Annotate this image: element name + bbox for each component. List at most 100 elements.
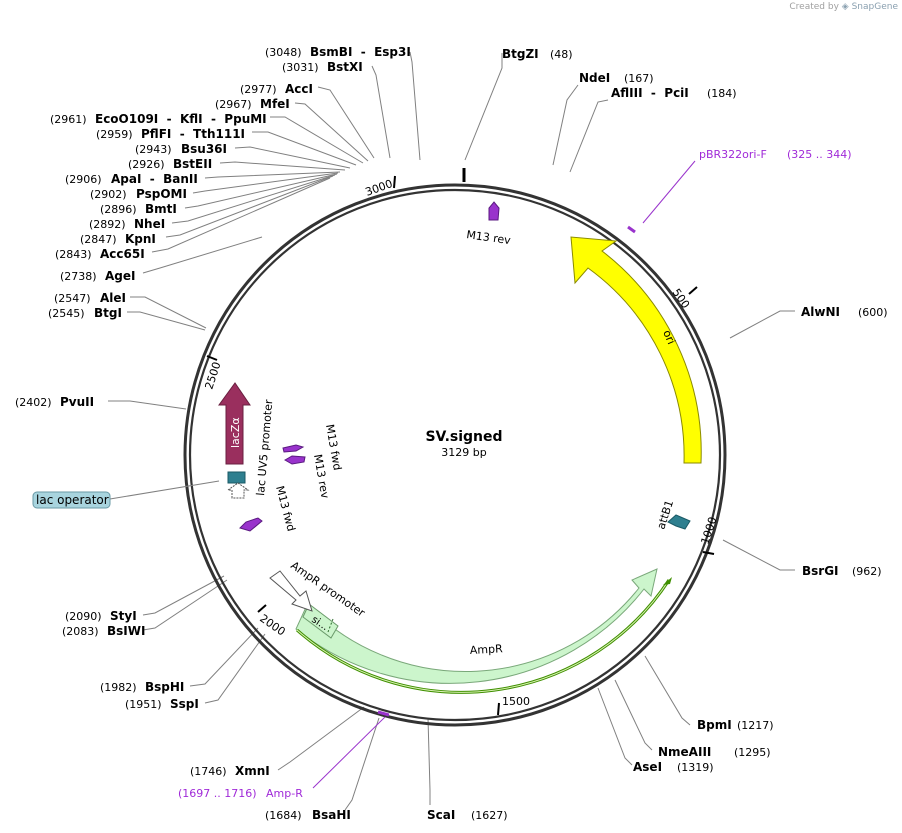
ori-feature[interactable] (570, 236, 702, 464)
enzyme-styi[interactable]: (2090) StyI (65, 609, 137, 623)
primer-amp-r[interactable]: (1697 .. 1716) Amp-R (178, 787, 303, 800)
enzyme-pos: (184) (707, 87, 737, 100)
enzyme-acci[interactable]: (2977) AccI (240, 82, 313, 96)
ampr-promoter-feature[interactable] (269, 570, 313, 612)
enzyme-bstxi[interactable]: (3031) BstXI (282, 60, 363, 74)
credit-prefix: Created by (789, 2, 839, 12)
enzyme-name: ApaI - BanII (111, 172, 198, 186)
enzyme-pos: (1982) (100, 681, 137, 694)
enzyme-alei[interactable]: (2547) AleI (54, 291, 126, 305)
enzyme-leader-lines (108, 51, 795, 811)
credit-brand: SnapGene (851, 2, 898, 12)
enzyme-pvuii[interactable]: (2402) PvuII (15, 395, 94, 409)
enzyme-name: BspHI (145, 680, 184, 694)
enzyme-name: NdeI (579, 71, 610, 85)
primer-name: Amp-R (266, 787, 303, 800)
enzyme-name: BstEII (173, 157, 212, 171)
m13-rev-b-primer[interactable] (283, 455, 306, 465)
enzyme-ecoo109i-kfli-ppumi[interactable]: (2961) EcoO109I - KflI - PpuMI (50, 112, 267, 126)
enzyme-sspi[interactable]: (1951) SspI (125, 697, 199, 711)
enzyme-nmeaiii[interactable]: NmeAIII (1295) (658, 745, 771, 759)
lac-operator-label: lac operator (36, 493, 109, 507)
enzyme-pos: (2902) (90, 188, 127, 201)
enzyme-pos: (2896) (100, 203, 137, 216)
enzyme-name: PflFI - Tth111I (141, 127, 245, 141)
enzyme-bsteii[interactable]: (2926) BstEII (128, 157, 212, 171)
enzyme-pos: (1684) (265, 809, 302, 822)
enzyme-pos: (3031) (282, 61, 319, 74)
enzyme-pos: (2090) (65, 610, 102, 623)
enzyme-pos: (2967) (215, 98, 252, 111)
enzyme-name: AgeI (105, 269, 135, 283)
enzyme-mfei[interactable]: (2967) MfeI (215, 97, 290, 111)
snapgene-logo-icon: ◈ (841, 2, 849, 12)
enzyme-bsphi[interactable]: (1982) BspHI (100, 680, 184, 694)
enzyme-pos: (2906) (65, 173, 102, 186)
enzyme-bmti[interactable]: (2896) BmtI (100, 202, 177, 216)
enzyme-bsrgi[interactable]: BsrGI (962) (802, 564, 882, 578)
primer-pbr322ori-f[interactable]: pBR322ori-F (325 .. 344) (699, 148, 852, 161)
enzyme-kpni[interactable]: (2847) KpnI (80, 232, 156, 246)
lac-uv5-promoter-mark[interactable] (226, 482, 250, 499)
enzyme-pos: (2402) (15, 396, 52, 409)
ampr-promoter-label: AmpR promoter (288, 559, 367, 620)
pbr322ori-f-leader (642, 160, 696, 224)
enzyme-name: BsIWI (107, 624, 145, 638)
enzyme-name: SspI (170, 697, 199, 711)
enzyme-pos: (1295) (734, 746, 771, 759)
enzyme-pos: (2943) (135, 143, 172, 156)
enzyme-name: BtgI (94, 306, 122, 320)
m13-fwd-c-primer[interactable] (239, 517, 263, 532)
enzyme-name: Bsu36I (181, 142, 227, 156)
enzyme-name: AseI (633, 760, 662, 774)
enzyme-pflfi-tth111i[interactable]: (2959) PflFI - Tth111I (96, 127, 245, 141)
tick-label-1000: 1000 (698, 515, 719, 546)
enzyme-scai[interactable]: ScaI (1627) (427, 808, 508, 822)
enzyme-xmni[interactable]: (1746) XmnI (190, 764, 270, 778)
enzyme-pos: (2977) (240, 83, 277, 96)
tick-label-1500: 1500 (502, 695, 530, 708)
lac-operator-mark[interactable] (227, 471, 246, 484)
lac-operator-tag[interactable]: lac operator (32, 491, 111, 509)
enzyme-apai-banii[interactable]: (2906) ApaI - BanII (65, 172, 198, 186)
enzyme-acc65i[interactable]: (2843) Acc65I (55, 247, 145, 261)
enzyme-bsiwi[interactable]: (2083) BsIWI (62, 624, 145, 638)
enzyme-bsu36i[interactable]: (2943) Bsu36I (135, 142, 227, 156)
lacza-feature[interactable] (218, 382, 251, 465)
m13-rev-b-label: M13 rev (311, 453, 332, 500)
enzyme-name: NheI (134, 217, 165, 231)
enzyme-btgzi[interactable]: BtgZI (48) (502, 47, 573, 61)
attb1-feature[interactable] (667, 514, 691, 530)
enzyme-pos: (2959) (96, 128, 133, 141)
enzyme-agei[interactable]: (2738) AgeI (60, 269, 135, 283)
enzyme-pos: (3048) (265, 46, 302, 59)
enzyme-nhei[interactable]: (2892) NheI (89, 217, 165, 231)
m13-fwd-a-primer[interactable] (282, 444, 305, 453)
enzyme-pos: (600) (858, 306, 888, 319)
enzyme-alwni[interactable]: AlwNI (600) (801, 305, 888, 319)
tick-marks (206, 175, 715, 716)
enzyme-name: KpnI (125, 232, 156, 246)
enzyme-name: NmeAIII (658, 745, 711, 759)
enzyme-bsahi[interactable]: (1684) BsaHI (265, 808, 351, 822)
enzyme-pos: (2847) (80, 233, 117, 246)
enzyme-bsmbi-esp3i[interactable]: (3048) BsmBI - Esp3I (265, 45, 411, 59)
enzyme-btgi[interactable]: (2545) BtgI (48, 306, 122, 320)
enzyme-ndei[interactable]: NdeI (167) (579, 71, 654, 85)
enzyme-name: EcoO109I - KflI - PpuMI (95, 112, 267, 126)
ampr-feature[interactable] (295, 568, 672, 694)
enzyme-pos: (1951) (125, 698, 162, 711)
signal-sequence-feature[interactable] (302, 603, 339, 639)
enzyme-name: AflIII - PciI (611, 86, 689, 100)
tick-label-2000: 2000 (257, 612, 287, 639)
enzyme-asei[interactable]: AseI (1319) (633, 760, 714, 774)
enzyme-name: ScaI (427, 808, 455, 822)
enzyme-pspomi[interactable]: (2902) PspOMI (90, 187, 187, 201)
enzyme-afliii-pcii[interactable]: AflIII - PciI (184) (611, 86, 737, 100)
enzyme-bpmi[interactable]: BpmI (1217) (697, 718, 774, 732)
enzyme-pos: (2843) (55, 248, 92, 261)
m13-fwd-c-label: M13 fwd (273, 484, 298, 532)
m13-rev-top-primer[interactable] (488, 201, 500, 221)
amp-r-site (377, 710, 390, 717)
